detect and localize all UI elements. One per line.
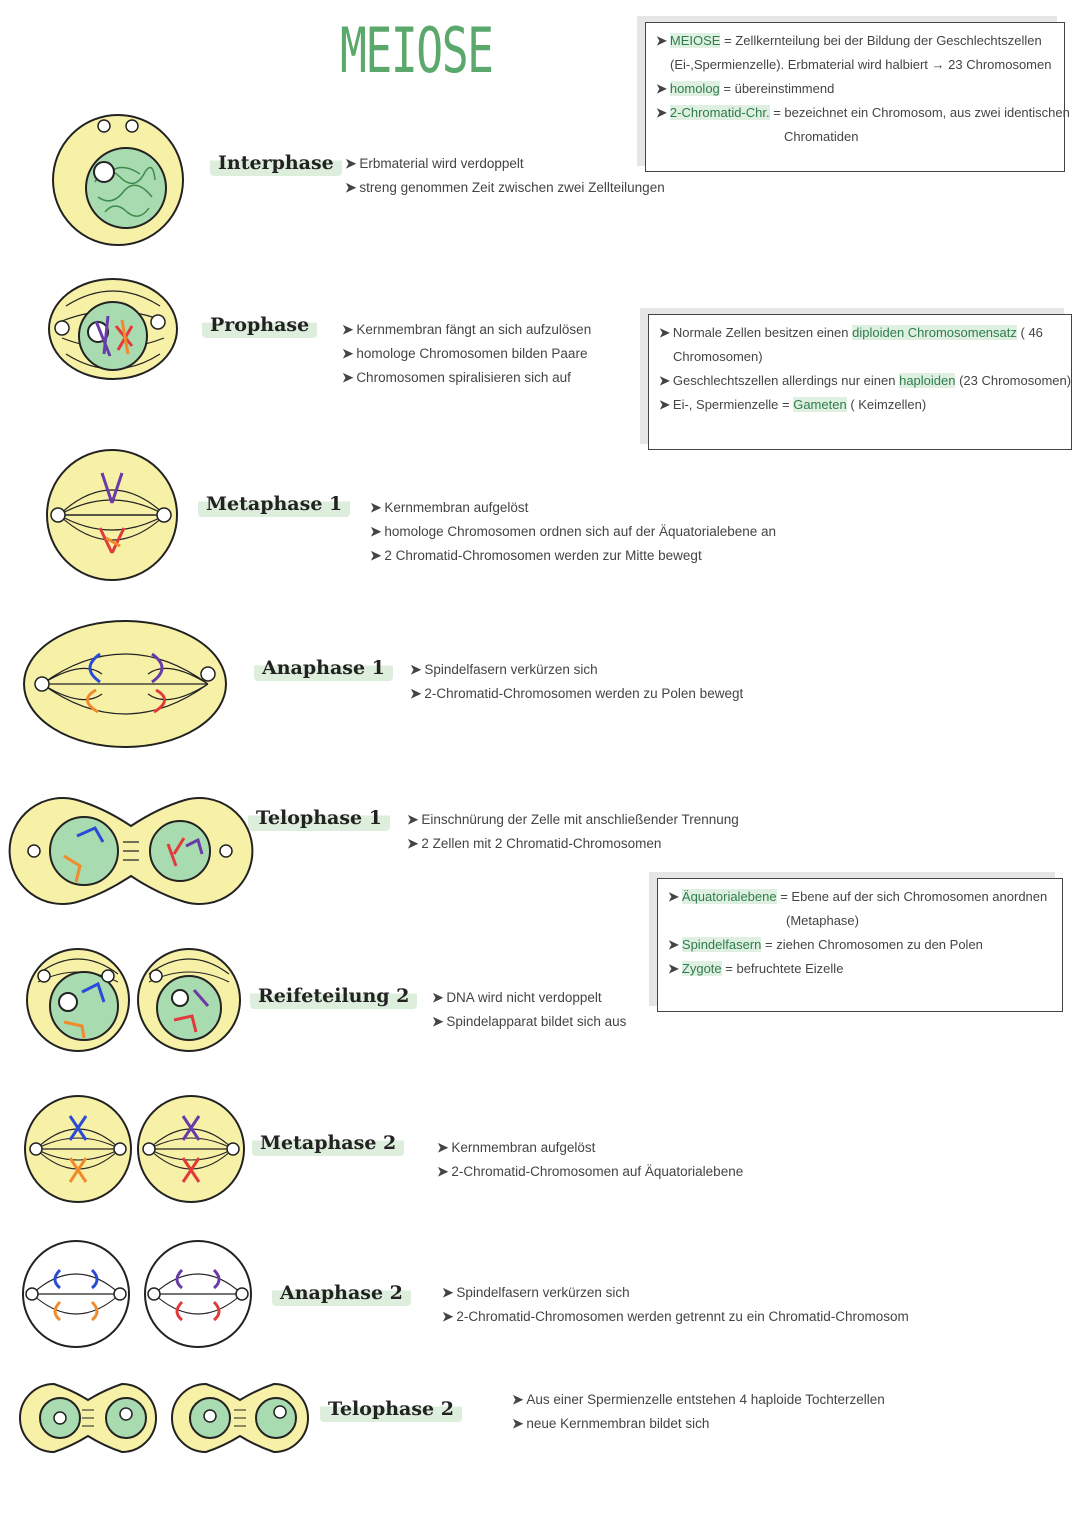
notes-prophase: ➤Kernmembran fängt an sich aufzulösen ➤h…	[342, 322, 592, 385]
metaphase-2-cell-icon	[24, 1095, 245, 1203]
notes-anaphase-1: ➤Spindelfasern verkürzen sich ➤2-Chromat…	[410, 662, 744, 701]
phase-label-anaphase-2: Anaphase 2	[272, 1280, 411, 1306]
phase-label-prophase: Prophase	[202, 312, 318, 338]
notes-telophase-1: ➤Einschnürung der Zelle mit anschließend…	[407, 812, 739, 851]
gameten-line: ➤Ei-, Spermienzelle = Gameten ( Keimzell…	[659, 397, 927, 412]
notes-telophase-2: ➤Aus einer Spermienzelle entstehen 4 hap…	[512, 1392, 885, 1431]
phase-label-metaphase-1: Metaphase 1	[198, 491, 351, 517]
page-title: MEIOSE	[340, 14, 494, 87]
reifeteilung-2-cell-icon	[26, 948, 241, 1052]
term-zygote: ➤Zygote = befruchtete Eizelle	[668, 961, 844, 976]
definitions-box: ➤MEIOSE = Zellkernteilung bei der Bildun…	[645, 22, 1070, 172]
definition-chromatid-cont: Chromatiden	[784, 129, 859, 144]
anaphase-1-cell-icon	[23, 620, 227, 748]
notes-anaphase-2: ➤Spindelfasern verkürzen sich ➤2-Chromat…	[442, 1285, 909, 1324]
notes-metaphase-1: ➤Kernmembran aufgelöst ➤homologe Chromos…	[370, 500, 777, 563]
prophase-cell-icon	[48, 278, 178, 380]
notes-reifeteilung-2: ➤DNA wird nicht verdoppelt ➤Spindelappar…	[432, 990, 627, 1029]
phase-label-telophase-2: Telophase 2	[320, 1396, 462, 1422]
anaphase-2-cell-icon	[22, 1240, 252, 1348]
phase-label-anaphase-1: Anaphase 1	[254, 655, 393, 681]
term-aequatorialebene-cont: (Metaphase)	[786, 913, 859, 928]
phase-label-reifeteilung-2: Reifeteilung 2	[250, 983, 418, 1009]
haploid-line: ➤Geschlechtszellen allerdings nur einen …	[659, 373, 1072, 388]
telophase-2-right-pair	[171, 1382, 309, 1454]
term-spindelfasern: ➤Spindelfasern = ziehen Chromosomen zu d…	[668, 937, 983, 952]
telophase-1-cell-icon	[8, 797, 254, 905]
phase-label-interphase: Interphase	[210, 150, 342, 176]
metaphase-1-cell-icon	[46, 449, 178, 581]
telophase-2-cell-icon	[19, 1382, 309, 1454]
definition-meiose-cont: (Ei-,Spermienzelle). Erbmaterial wird ha…	[670, 57, 1052, 72]
diploid-line: ➤Normale Zellen besitzen einen diploiden…	[659, 325, 1043, 340]
definition-chromatid: ➤2-Chromatid-Chr. = bezeichnet ein Chrom…	[656, 105, 1070, 120]
notes-interphase: ➤Erbmaterial wird verdoppelt ➤streng gen…	[345, 156, 665, 195]
diploid-line-cont: Chromosomen)	[673, 349, 763, 364]
terms-box: ➤Äquatorialebene = Ebene auf der sich Ch…	[657, 878, 1063, 1012]
phase-label-metaphase-2: Metaphase 2	[252, 1130, 405, 1156]
interphase-cell-icon	[52, 114, 184, 246]
definition-homolog: ➤homolog = übereinstimmend	[656, 81, 835, 96]
definition-meiose: ➤MEIOSE = Zellkernteilung bei der Bildun…	[656, 33, 1042, 48]
telophase-2-left-pair	[19, 1382, 157, 1454]
chromosome-set-box: ➤Normale Zellen besitzen einen diploiden…	[648, 314, 1072, 450]
notes-metaphase-2: ➤Kernmembran aufgelöst ➤2-Chromatid-Chro…	[437, 1140, 744, 1179]
term-aequatorialebene: ➤Äquatorialebene = Ebene auf der sich Ch…	[668, 889, 1048, 904]
phase-label-telophase-1: Telophase 1	[248, 805, 390, 831]
